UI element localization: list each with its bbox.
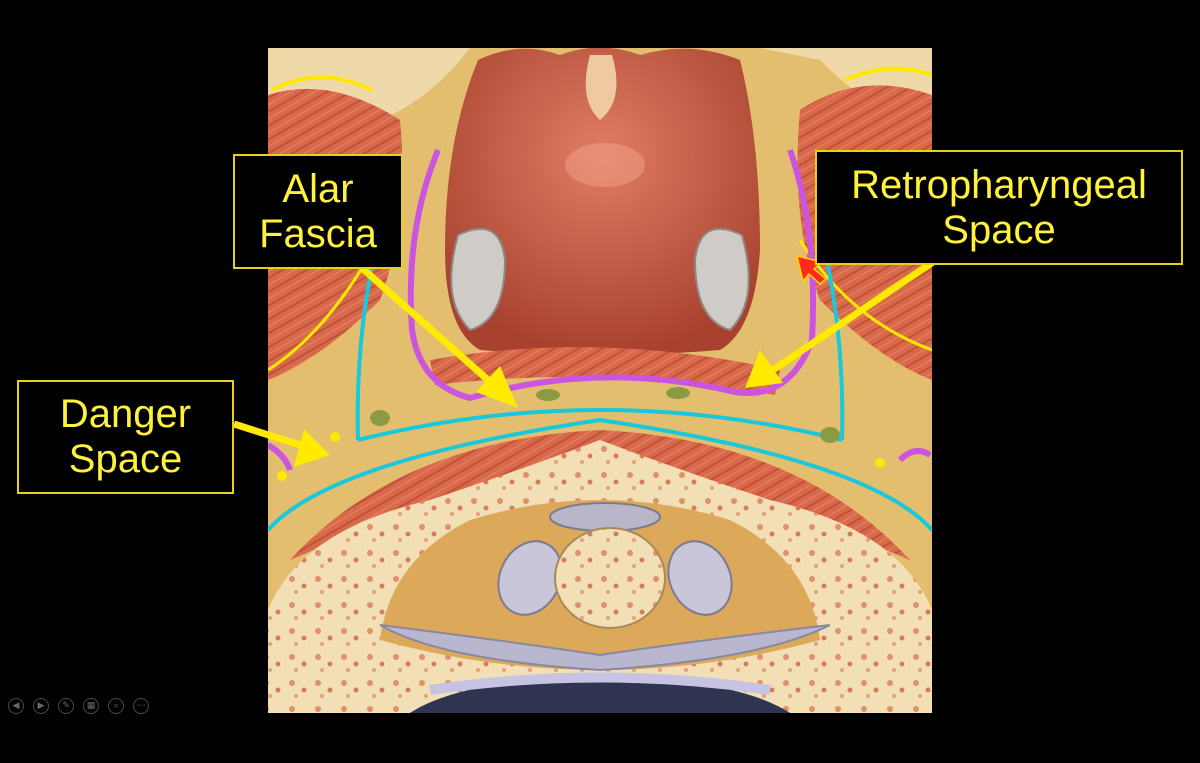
- alar-fascia-label: Alar Fascia: [233, 154, 403, 269]
- arrow-retropharyngeal-space: [745, 259, 935, 388]
- alar-fascia-line: [407, 148, 817, 402]
- prevertebral-fascia-line: [357, 408, 843, 442]
- pharynx: [445, 48, 760, 355]
- slideshow-controls: ◀ ▶ ✎ ▦ ⌕ ⋯: [8, 698, 149, 714]
- retropharyngeal-space-label-line-1: Retropharyngeal: [851, 162, 1147, 207]
- next-icon[interactable]: ▶: [33, 698, 49, 714]
- danger-space-label-line-2: Space: [68, 437, 183, 481]
- zoom-icon[interactable]: ⌕: [108, 698, 124, 714]
- alar-fascia-label-line-2: Fascia: [259, 211, 377, 256]
- slides-grid-icon[interactable]: ▦: [83, 698, 99, 714]
- alar-fascia-label-line-1: Alar: [282, 166, 354, 211]
- previous-icon[interactable]: ◀: [8, 698, 24, 714]
- vertebral-body: [554, 527, 666, 629]
- danger-space-label-line-1: Danger: [59, 392, 192, 437]
- arrow-alar-fascia: [359, 265, 518, 408]
- pen-icon[interactable]: ✎: [58, 698, 74, 714]
- danger-space-label: Danger Space: [17, 380, 234, 494]
- more-options-icon[interactable]: ⋯: [133, 698, 149, 714]
- retropharyngeal-space-label-line-2: Space: [942, 207, 1056, 252]
- right-gland: [693, 227, 750, 332]
- left-gland: [450, 227, 507, 332]
- prevertebral-muscles: [290, 430, 910, 560]
- retropharyngeal-space-label: Retropharyngeal Space: [815, 150, 1183, 265]
- arrow-danger-space: [232, 420, 330, 467]
- anatomy-panel: [268, 48, 932, 713]
